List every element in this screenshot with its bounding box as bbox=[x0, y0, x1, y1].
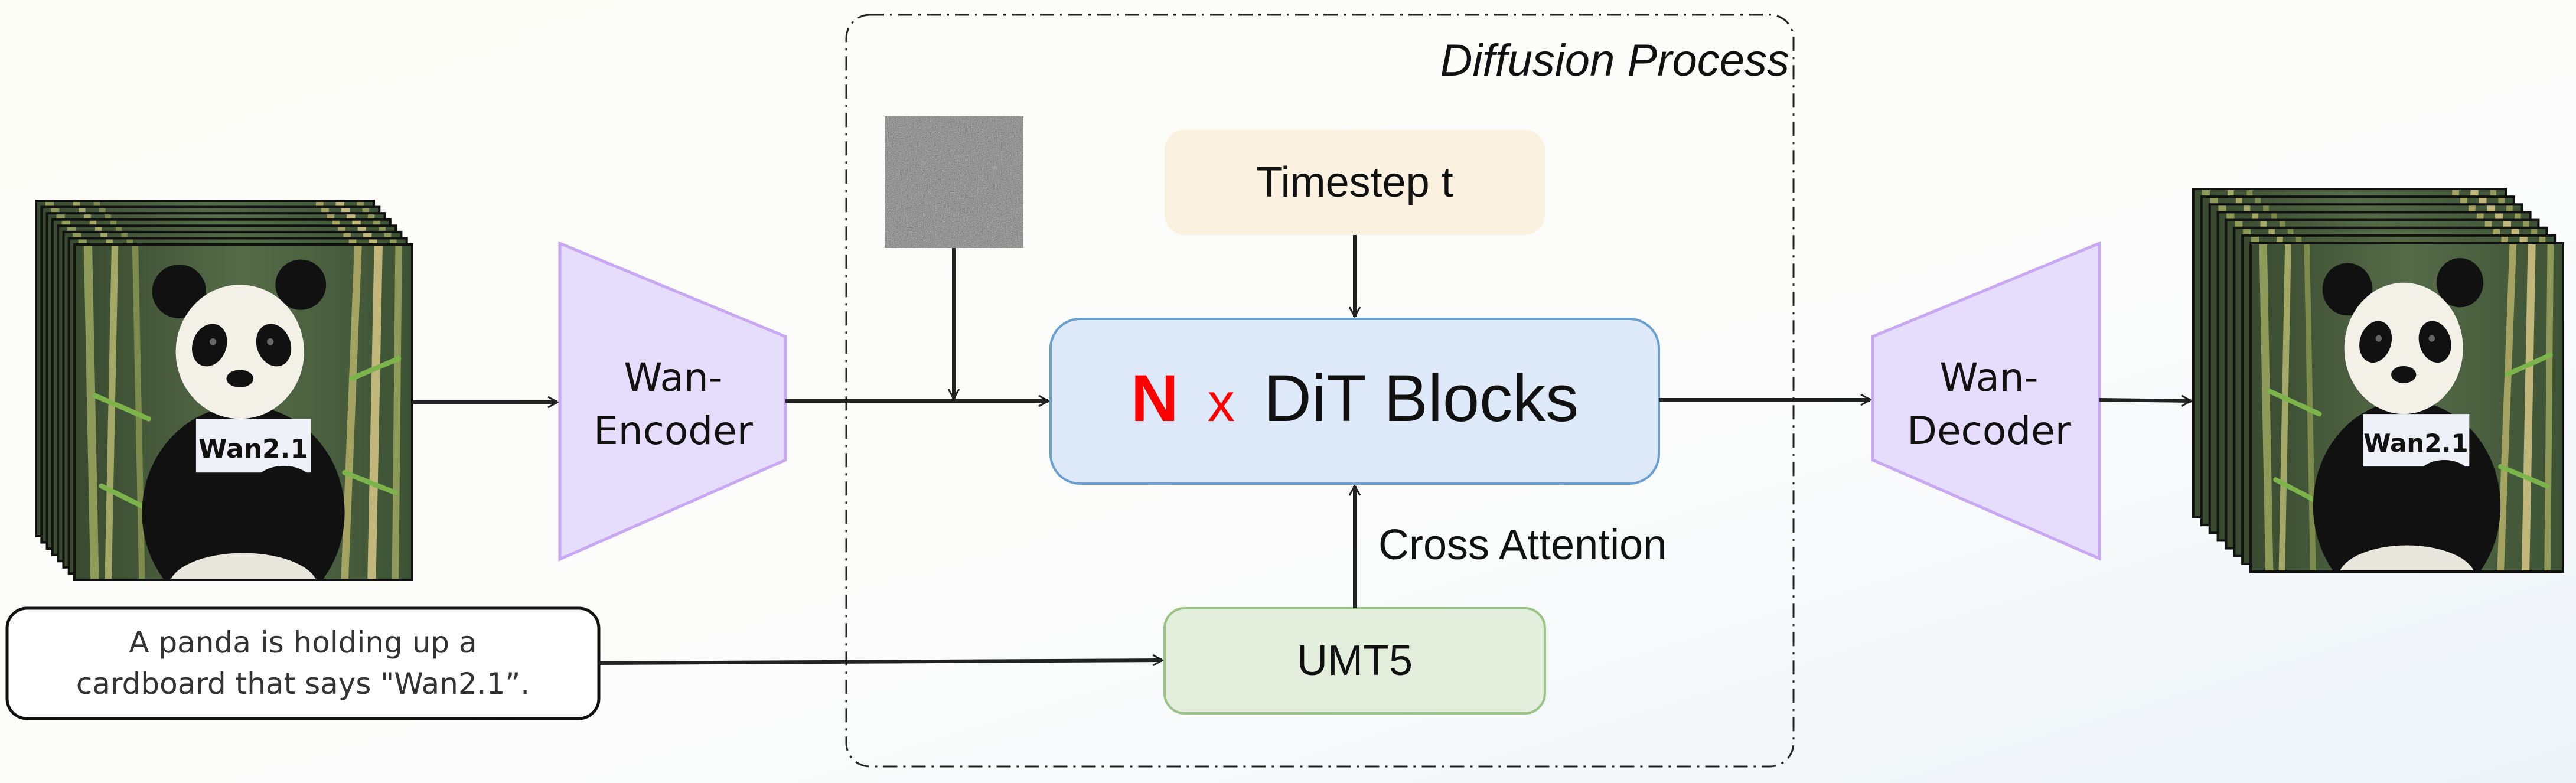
video-frame-border bbox=[73, 243, 413, 581]
dit-times: x bbox=[1208, 373, 1235, 433]
video-frame-border bbox=[2249, 242, 2564, 573]
dit-blocks-box: N x DiT Blocks bbox=[1049, 318, 1660, 485]
text-prompt-box: A panda is holding up a cardboard that s… bbox=[5, 606, 601, 720]
noise-texture bbox=[885, 116, 1023, 248]
input-video-frames bbox=[35, 200, 413, 620]
diffusion-process-container bbox=[845, 14, 1795, 768]
arrow-prompt-to-umt5 bbox=[598, 660, 1162, 663]
output-video-frames bbox=[2192, 188, 2564, 611]
wan-encoder: Wan- Encoder bbox=[558, 241, 787, 562]
connections bbox=[412, 235, 2191, 663]
svg-text:N x DiT Blocks: N x DiT Blocks bbox=[1131, 361, 1579, 435]
umt5-label: UMT5 bbox=[1297, 637, 1413, 684]
output-video-sign-text: Wan2.1 bbox=[2363, 429, 2468, 458]
video-frame bbox=[74, 244, 412, 620]
video-frame bbox=[2251, 243, 2563, 611]
decoder-label-line2: Decoder bbox=[1907, 408, 2072, 454]
encoder-label-line1: Wan- bbox=[624, 355, 722, 400]
umt5-box: UMT5 bbox=[1163, 607, 1546, 715]
diffusion-process-label: Diffusion Process bbox=[1440, 35, 1789, 86]
prompt-line2: cardboard that says "Wan2.1”. bbox=[76, 667, 530, 701]
encoder-label-line2: Encoder bbox=[594, 408, 754, 454]
dit-label: DiT Blocks bbox=[1264, 361, 1579, 435]
cross-attention-label: Cross Attention bbox=[1378, 521, 1667, 569]
timestep-label: Timestep t bbox=[1256, 159, 1453, 206]
decoder-label-line1: Wan- bbox=[1939, 355, 2038, 400]
dit-count: N bbox=[1131, 361, 1179, 435]
input-video-sign-text: Wan2.1 bbox=[198, 434, 308, 464]
timestep-box: Timestep t bbox=[1165, 130, 1545, 235]
arrow-decoder-to-video bbox=[2099, 400, 2191, 401]
prompt-line1: A panda is holding up a bbox=[129, 625, 477, 660]
wan-decoder: Wan- Decoder bbox=[1871, 241, 2101, 561]
